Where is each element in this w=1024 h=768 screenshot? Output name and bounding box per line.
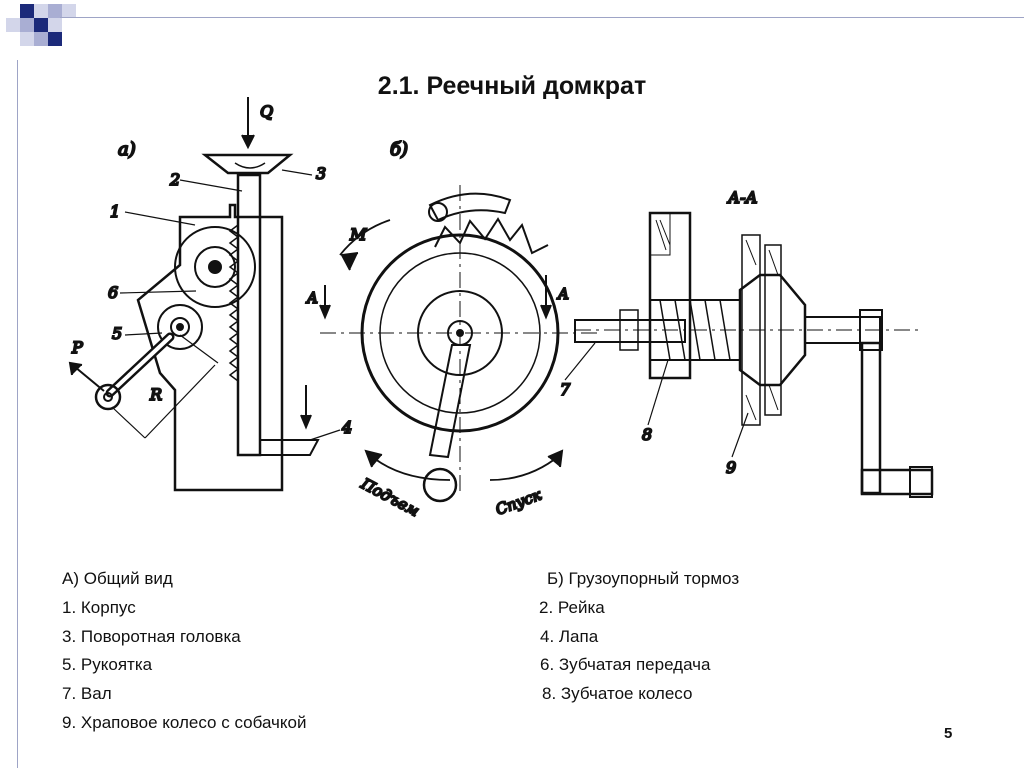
label-part-4: 4 [341, 418, 352, 437]
legend-left: 3. Поворотная головка [62, 626, 241, 646]
legend-row: А) Общий вид Б) Грузоупорный тормоз [62, 569, 982, 598]
parts-legend: А) Общий вид Б) Грузоупорный тормоз 1. К… [62, 569, 982, 742]
label-axis-right: A [556, 285, 569, 303]
section-a-a-drawing [564, 211, 934, 498]
label-part-5: 5 [112, 324, 122, 343]
slide-title: 2.1. Реечный домкрат [377, 72, 647, 100]
label-part-9: 9 [726, 458, 736, 477]
legend-row: 5. Рукоятка 6. Зубчатая передача [62, 655, 982, 684]
label-part-7: 7 [560, 380, 571, 399]
label-lower: Спуск [493, 486, 544, 519]
legend-right: 2. Рейка [539, 597, 605, 617]
label-section: А-А [727, 188, 758, 207]
corner-decoration [6, 4, 76, 46]
label-load: Q [260, 102, 273, 121]
page-number: 5 [944, 725, 953, 742]
legend-left: 5. Рукоятка [62, 655, 153, 675]
label-part-3: 3 [316, 164, 326, 183]
legend-left: А) Общий вид [62, 569, 173, 588]
label-force: P [71, 338, 83, 357]
label-view-a: а) [118, 139, 136, 160]
legend-right: 6. Зубчатая передача [540, 655, 711, 675]
legend-left: 7. Вал [62, 684, 112, 704]
label-part-1: 1 [110, 202, 120, 221]
label-part-8: 8 [642, 425, 652, 444]
jack-technical-drawing: а) б) А-А Q P R M A A Подъем Спуск 1 2 3… [68, 97, 934, 521]
left-rule [17, 60, 18, 768]
view-b-drawing [319, 185, 600, 503]
label-part-6: 6 [108, 283, 118, 302]
label-part-2: 2 [169, 170, 180, 189]
legend-right: Б) Грузоупорный тормоз [547, 569, 740, 588]
legend-row: 7. Вал 8. Зубчатое колесо [62, 684, 982, 713]
label-radius: R [149, 385, 162, 404]
legend-row: 3. Поворотная головка 4. Лапа [62, 627, 982, 656]
legend-row: 1. Корпус 2. Рейка [62, 598, 982, 627]
label-lift: Подъем [357, 474, 422, 520]
label-moment: M [349, 225, 367, 244]
legend-left: 9. Храповое колесо с собачкой [62, 712, 307, 732]
view-a-drawing [68, 97, 341, 492]
top-rule [60, 17, 1024, 18]
legend-left: 1. Корпус [62, 597, 136, 617]
legend-right: 8. Зубчатое колесо [542, 684, 693, 704]
legend-row: 9. Храповое колесо с собачкой [62, 713, 982, 742]
legend-right: 4. Лапа [540, 626, 599, 646]
label-axis-left: A [305, 289, 318, 307]
label-view-b: б) [390, 139, 408, 160]
